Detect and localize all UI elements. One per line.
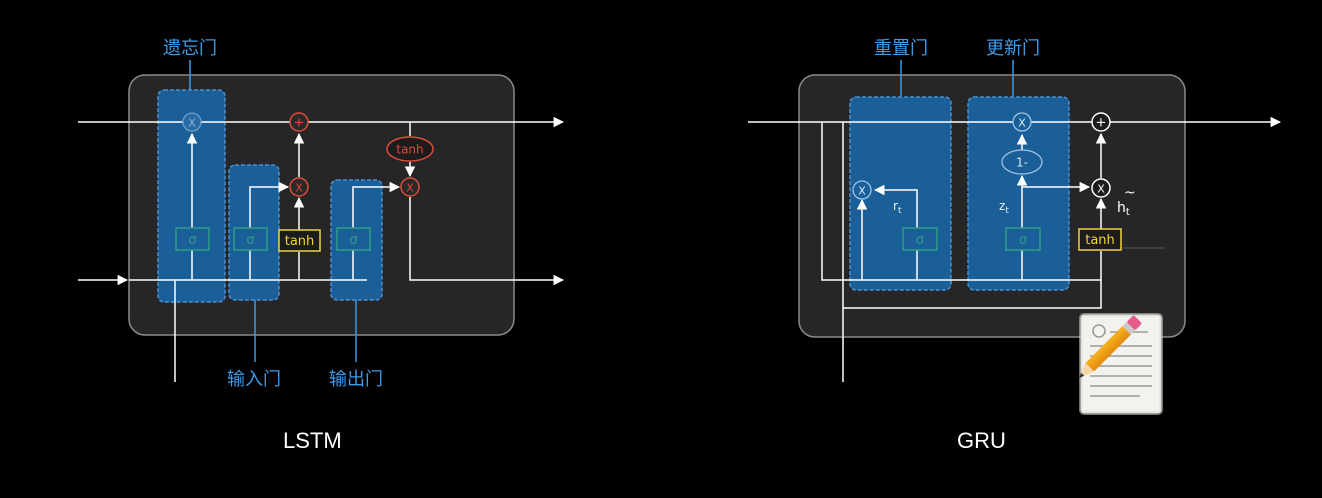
notepad-pencil-icon (1078, 313, 1163, 415)
svg-text:X: X (406, 182, 414, 195)
svg-text:tanh: tanh (1085, 233, 1115, 248)
lstm-output-sigma: σ (336, 227, 371, 251)
svg-text:1-: 1- (1016, 156, 1028, 170)
svg-text:σ: σ (246, 233, 254, 248)
svg-text:+: + (294, 116, 305, 131)
gru-z-label: zt (999, 199, 1009, 216)
lstm-tanh-oval: tanh (386, 136, 434, 162)
svg-text:σ: σ (188, 233, 196, 248)
gru-reset-sigma: σ (902, 227, 938, 251)
gru-candidate-mult-op: X (1091, 178, 1111, 198)
lstm-input-sigma: σ (233, 227, 268, 251)
lstm-input-gate-label: 输入门 (227, 369, 281, 390)
gru-tanh-box: tanh (1078, 228, 1122, 251)
svg-text:+: + (1096, 116, 1107, 131)
svg-text:σ: σ (1019, 233, 1027, 248)
gru-title: GRU (957, 428, 1006, 453)
svg-text:tanh: tanh (285, 234, 315, 249)
gru-cell: σ σ tanh 1- X X + X (748, 38, 1282, 382)
svg-text:X: X (1097, 183, 1105, 196)
svg-text:X: X (295, 182, 303, 195)
lstm-tanh-box: tanh (278, 229, 321, 252)
gru-update-gate-label: 更新门 (986, 38, 1040, 59)
gru-reset-gate-label: 重置门 (874, 38, 928, 59)
lstm-forget-sigma: σ (175, 227, 210, 251)
lstm-hidden-output-line (409, 197, 565, 286)
lstm-add-op: + (289, 112, 309, 132)
svg-text:σ: σ (349, 233, 357, 248)
lstm-title: LSTM (283, 428, 342, 453)
gru-update-sigma: σ (1005, 227, 1041, 251)
gru-h-tilde-mark: ~ (1124, 185, 1136, 201)
lstm-output-gate-label: 输出门 (329, 369, 383, 390)
gru-x-bus (843, 251, 1102, 309)
svg-text:tanh: tanh (396, 143, 423, 157)
lstm-forget-mult-op: X (182, 112, 202, 132)
svg-text:X: X (858, 185, 866, 198)
gru-r-label: rt (893, 199, 902, 216)
lstm-output-mult-op: X (400, 177, 420, 197)
gru-update-gate-box (967, 96, 1070, 291)
gru-h-label: ht (1117, 200, 1130, 218)
lstm-input-mult-op: X (289, 177, 309, 197)
gru-update-mult-op: X (1012, 112, 1032, 132)
gru-left-bus (821, 122, 1101, 281)
svg-text:σ: σ (916, 233, 924, 248)
lstm-cell: σ σ σ tanh tanh X + X (78, 38, 565, 390)
svg-text:X: X (1018, 117, 1026, 130)
gru-add-op: + (1091, 112, 1111, 132)
lstm-forget-gate-label: 遗忘门 (163, 38, 217, 59)
svg-text:X: X (188, 117, 196, 130)
gru-reset-mult-op: X (852, 180, 872, 200)
gru-one-minus-oval: 1- (1001, 149, 1043, 175)
